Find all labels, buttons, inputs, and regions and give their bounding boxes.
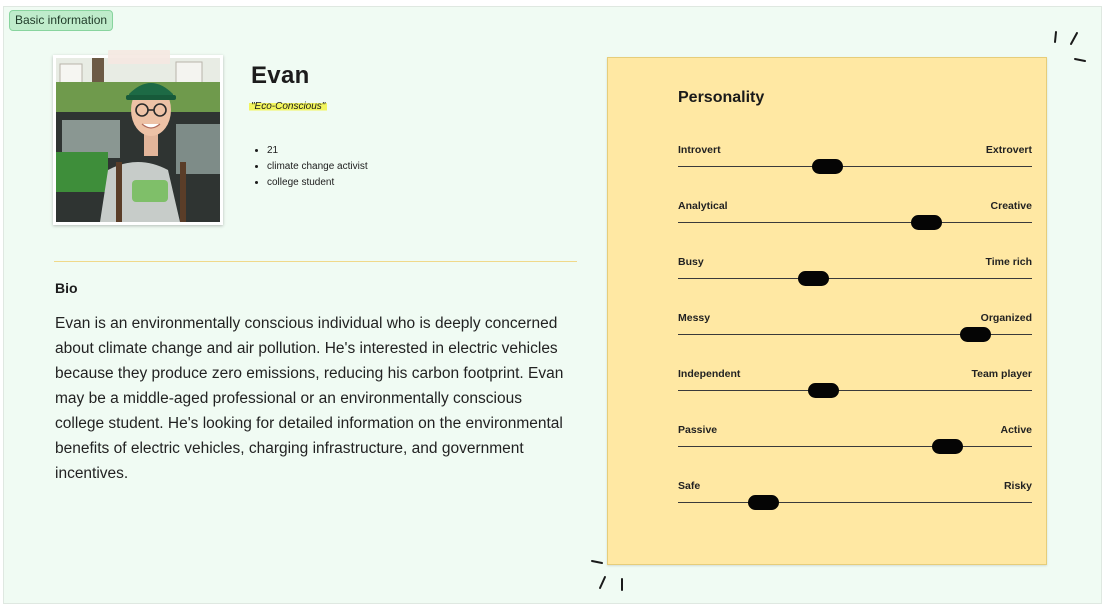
- trait-slider-knob[interactable]: [808, 383, 840, 398]
- trait-slider-track: [678, 166, 1032, 167]
- trait-right-label: Extrovert: [985, 144, 1032, 156]
- trait-right-label: Team player: [971, 368, 1032, 380]
- trait-analytical-creative: Analytical Creative: [678, 200, 1032, 230]
- trait-left-label: Analytical: [678, 200, 728, 212]
- trait-passive-active: Passive Active: [678, 424, 1032, 454]
- persona-name[interactable]: Evan: [251, 62, 310, 89]
- trait-slider-track: [678, 222, 1032, 223]
- trait-slider-knob[interactable]: [910, 215, 942, 230]
- personality-sticky-note[interactable]: Personality Introvert Extrovert Analytic…: [607, 57, 1047, 565]
- trait-slider-track: [678, 334, 1032, 335]
- trait-right-label: Risky: [1003, 480, 1032, 492]
- trait-safe-risky: Safe Risky: [678, 480, 1032, 510]
- trait-slider-knob[interactable]: [811, 159, 843, 174]
- trait-slider-track: [678, 278, 1032, 279]
- personality-title: Personality: [678, 89, 765, 106]
- trait-slider-track: [678, 502, 1032, 503]
- trait-slider-knob[interactable]: [932, 439, 964, 454]
- persona-tagline[interactable]: "Eco-Conscious": [249, 101, 328, 112]
- trait-right-label: Creative: [990, 200, 1032, 212]
- persona-photo[interactable]: [53, 55, 223, 225]
- trait-left-label: Passive: [678, 424, 718, 436]
- trait-right-label: Organized: [980, 312, 1032, 324]
- trait-messy-organized: Messy Organized: [678, 312, 1032, 342]
- trait-slider-knob[interactable]: [747, 495, 779, 510]
- photo-tape: [108, 50, 170, 64]
- trait-left-label: Busy: [678, 256, 704, 268]
- trait-busy-timerich: Busy Time rich: [678, 256, 1032, 286]
- trait-slider-track: [678, 446, 1032, 447]
- trait-introvert-extrovert: Introvert Extrovert: [678, 144, 1032, 174]
- fact-status[interactable]: college student: [267, 175, 368, 191]
- fact-age[interactable]: 21: [267, 143, 368, 159]
- sparkle-doodle-top-right: [1054, 31, 1086, 62]
- trait-left-label: Messy: [678, 312, 711, 324]
- trait-left-label: Introvert: [678, 144, 721, 156]
- fact-occupation[interactable]: climate change activist: [267, 159, 368, 175]
- sparkle-doodle-bottom-left: [591, 560, 623, 591]
- portrait-image: [56, 58, 220, 222]
- bio-heading[interactable]: Bio: [55, 280, 78, 296]
- section-divider: [54, 261, 577, 262]
- trait-slider-track: [678, 390, 1032, 391]
- trait-right-label: Time rich: [985, 256, 1033, 268]
- trait-independent-teamplayer: Independent Team player: [678, 368, 1032, 398]
- trait-left-label: Independent: [678, 368, 741, 380]
- trait-right-label: Active: [1000, 424, 1032, 436]
- trait-left-label: Safe: [678, 480, 701, 492]
- trait-slider-knob[interactable]: [797, 271, 829, 286]
- persona-facts: 21 climate change activist college stude…: [256, 143, 368, 191]
- bio-text[interactable]: Evan is an environmentally conscious ind…: [55, 315, 564, 482]
- section-tag[interactable]: Basic information: [9, 10, 114, 31]
- trait-slider-knob[interactable]: [960, 327, 992, 342]
